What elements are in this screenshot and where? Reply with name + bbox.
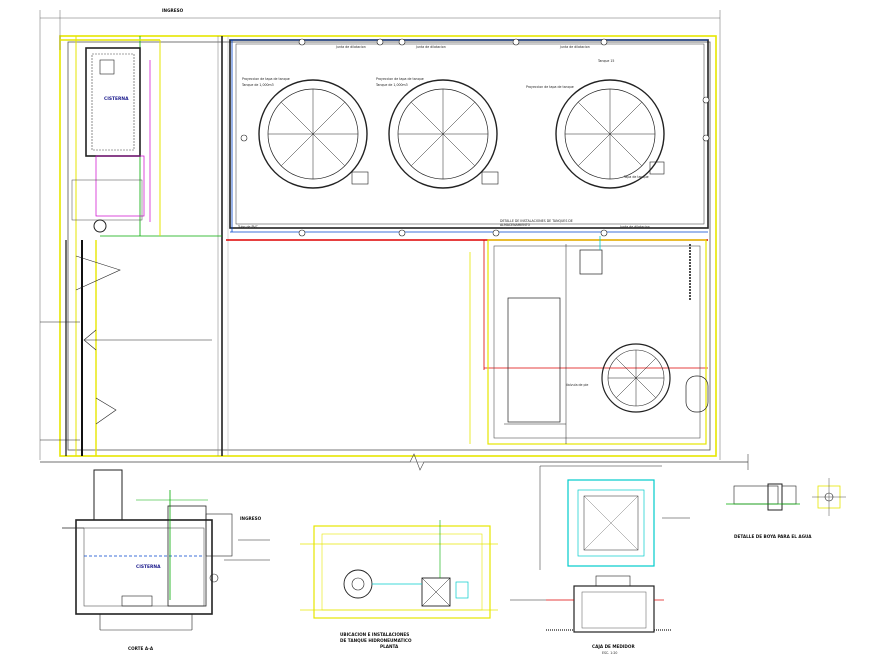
valvula-label: Valvula de pie (566, 383, 588, 387)
hidroneumatico-detail (300, 520, 498, 619)
boya-title: DETALLE DE BOYA PARA EL AGUA (734, 534, 812, 539)
junta-label-1: Junta de dilatacion (335, 45, 366, 49)
ubicacion-title-1: UBICACION E INSTALACIONES (340, 632, 409, 637)
tank-1-label: Tanque de 1,000m3 (241, 83, 274, 87)
tank-2 (388, 79, 499, 189)
entry-arrows (40, 255, 212, 441)
tubo-pvc-label: Tubo de PVC (237, 225, 259, 229)
corte-detail (62, 469, 270, 631)
tank-small-note: Tapa de tanque (623, 175, 649, 179)
boya-detail (726, 478, 846, 516)
tank-3 (555, 79, 665, 189)
section-label-2: ALMACENAMIENTO (500, 223, 531, 227)
caja-medidor-plan (539, 465, 690, 570)
ingreso-label-bottom: INGRESO (240, 516, 262, 521)
junta-label-3: Junta de dilatacion (559, 45, 590, 49)
tank-note-3: Proyeccion de tapa de tanque (526, 85, 574, 89)
cistern-plan (60, 39, 161, 236)
ubicacion-title-2: DE TANQUE HIDRONEUMATICO (340, 638, 412, 643)
tank-1 (258, 79, 369, 189)
section-label-1: DETALLE DE INSTALACIONES DE TANQUES DE (500, 219, 573, 223)
caja-title: CAJA DE MEDIDOR (592, 644, 635, 649)
cisterna-detail-label: CISTERNA (136, 564, 161, 570)
caja-subtitle: ESC. 1:20 (602, 651, 617, 655)
column-markers (240, 38, 710, 237)
lower-right-room (469, 236, 709, 445)
ingreso-label-top: INGRESO (162, 8, 184, 13)
junta-label-2: Junta de dilatacion (415, 45, 446, 49)
tank-note-2: Proyeccion de tapa de tanque (376, 77, 424, 81)
corte-title: CORTE A-A (128, 646, 154, 651)
tank-2-label: Tanque de 1,000m3 (375, 83, 408, 87)
tank-annotations: Proyeccion de tapa de tanque Proyeccion … (237, 45, 650, 229)
cisterna-plan-label: CISTERNA (104, 96, 129, 102)
break-line (40, 453, 749, 471)
ubicacion-title-3: PLANTA (380, 644, 399, 649)
caja-medidor-section (510, 575, 672, 633)
tank-3-label: Tanque 15 (597, 59, 614, 63)
junta-label-4: Junta de dilatacion (619, 225, 650, 229)
tank-note-1: Proyeccion de tapa de tanque (242, 77, 290, 81)
